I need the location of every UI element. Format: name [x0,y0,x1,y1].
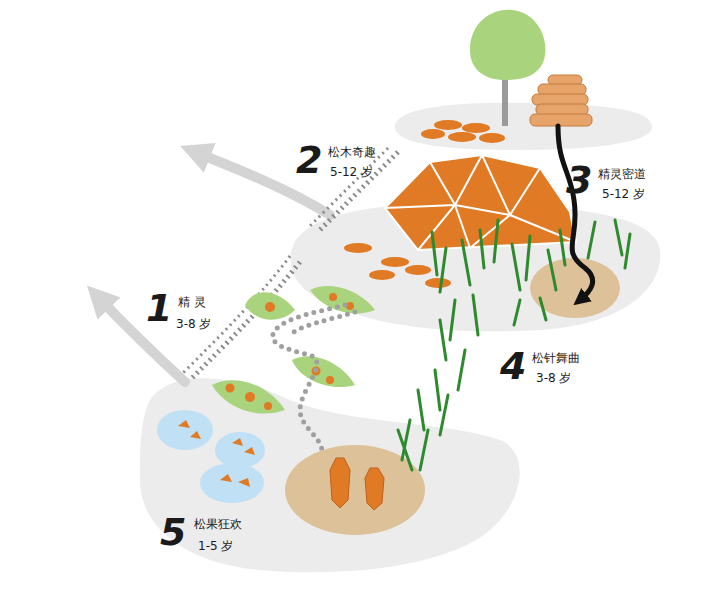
stepping-logs [421,120,505,143]
callout-number: 4 [500,346,526,388]
pine-needle-grass [435,370,440,410]
callout-number: 2 [296,140,322,182]
pine-needle-grass [480,230,484,268]
age-range: 5-12 岁 [330,166,373,179]
pine-needle-grass [458,350,465,390]
stepping-logs [381,257,409,267]
stone-stack [536,104,588,115]
lower-platform [140,378,520,572]
pine-needle-grass [494,220,498,262]
zone-label: 精 灵 [178,296,206,309]
pinecones [330,458,384,510]
pine-needle-grass [462,240,470,285]
pine-needle-grass [440,248,446,292]
pinecones [330,458,350,508]
leaf-pads [226,384,235,393]
stepping-logs [425,278,451,288]
tree-crown [470,10,545,80]
water-pools [157,410,213,450]
water-pools [215,432,265,468]
age-range: 3-8 岁 [536,372,571,385]
callout-number: 1 [146,288,172,330]
leaf-pads [329,293,337,301]
age-range: 5-12 岁 [602,188,645,201]
top-platform [395,103,652,150]
water-pools [238,478,250,487]
pine-needle-grass [432,232,437,275]
callout-number: 5 [160,512,186,554]
rope-ladder [318,152,398,232]
stone-stack [532,94,588,105]
pine-needle-grass [440,395,448,435]
stepping-logs [369,270,395,280]
water-pools [244,447,255,455]
pine-needle-grass [440,320,446,360]
bead-path [273,305,345,460]
zone-label: 精灵密道 [598,168,646,181]
stepping-logs [405,265,431,275]
bead-path [290,312,355,335]
pine-needle-grass [512,244,520,290]
stepping-logs [462,123,490,133]
leaf-pads [245,392,255,402]
pine-needle-grass [418,390,424,430]
stepping-logs [434,120,462,130]
leaf-pads [245,292,295,319]
tunnel-arrow [558,126,593,300]
stone-stack [530,114,592,126]
age-range: 1-5 岁 [198,540,233,553]
water-pools [178,420,190,428]
stepping-logs [344,243,372,253]
leaf-pads [212,380,285,413]
pine-needle-grass [398,430,412,470]
pine-needle-grass [625,234,630,268]
leaf-pads [292,356,355,387]
water-pools [178,420,255,487]
pine-needle-grass [560,230,565,265]
zone-label: 松木奇趣 [328,146,376,159]
leaf-pads [326,376,334,384]
leaf-pads [265,302,275,312]
pine-needle-grass [514,300,520,325]
stepping-logs [421,129,445,139]
age-range: 3-8 岁 [176,318,211,331]
stone-stack [538,84,586,95]
pine-needle-grass [398,220,630,470]
pine-needle-grass [450,300,455,340]
water-pools [220,474,232,482]
pine-needle-grass [615,220,622,255]
pine-needle-grass [526,236,530,280]
stepping-logs [479,133,505,143]
stone-stack [530,75,592,126]
pine-needle-grass [540,298,546,320]
water-pools [200,463,264,503]
water-pools [190,431,201,439]
pine-needle-grass [420,430,428,470]
pinecone-zone [285,445,425,535]
pine-needle-grass [588,222,595,258]
pine-needle-grass [473,295,478,335]
zone-label: 松针舞曲 [532,352,580,365]
callout-number: 3 [566,160,592,202]
water-pools [232,438,243,446]
zone-label: 松果狂欢 [194,518,242,531]
pinecones [365,468,384,510]
water-pools [157,410,265,503]
pine-needle-grass [548,250,556,290]
leaf-pads [264,402,272,410]
leaf-pads [212,286,375,413]
stepping-logs [448,132,476,142]
